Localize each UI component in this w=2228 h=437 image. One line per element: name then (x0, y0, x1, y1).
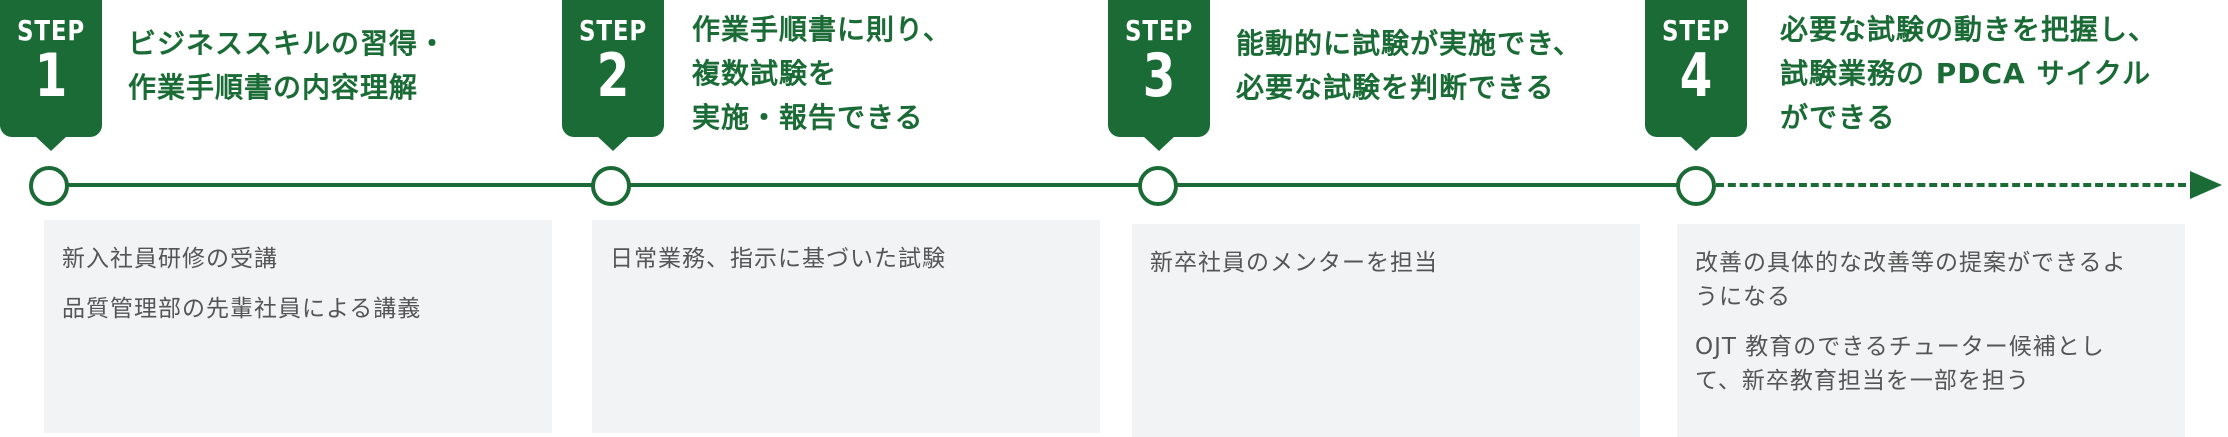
step-1-description: 新入社員研修の受講 品質管理部の先輩社員による講義 (44, 220, 552, 433)
timeline-node-3 (1138, 166, 1178, 206)
step-label: STEP (16, 14, 85, 47)
step-2-badge: STEP 2 (562, 0, 664, 151)
timeline-dashed-line (1716, 183, 2186, 187)
step-3-title: 能動的に試験が実施でき、 必要な試験を判断できる (1236, 27, 1583, 104)
step-number: 1 (34, 41, 68, 111)
list-item: 新卒社員のメンターを担当 (1150, 250, 1438, 276)
step-2-title: 作業手順書に則り、 複数試験を 実施・報告できる (692, 13, 952, 134)
step-number: 4 (1679, 41, 1713, 111)
step-label: STEP (1124, 14, 1193, 47)
list-item: 新入社員研修の受講 (62, 246, 278, 272)
list-item: OJT 教育のできるチューター候補として、新卒教育担当を一部を担う (1695, 334, 2105, 394)
step-label: STEP (578, 14, 647, 47)
step-4-description: 改善の具体的な改善等の提案ができるようになる OJT 教育のできるチューター候補… (1677, 224, 2185, 437)
step-3-badge: STEP 3 (1108, 0, 1210, 151)
step-number: 2 (596, 41, 630, 111)
step-1-badge: STEP 1 (0, 0, 102, 151)
step-4-badge: STEP 4 (1645, 0, 1747, 151)
list-item: 改善の具体的な改善等の提案ができるようになる (1695, 250, 2127, 310)
timeline-node-1 (29, 166, 69, 206)
timeline-node-4 (1676, 166, 1716, 206)
step-number: 3 (1142, 41, 1176, 111)
timeline-node-2 (591, 166, 631, 206)
step-2-description: 日常業務、指示に基づいた試験 (592, 220, 1100, 433)
timeline-line (48, 183, 1690, 187)
step-3-description: 新卒社員のメンターを担当 (1132, 224, 1640, 437)
arrow-right-icon (2190, 171, 2222, 199)
list-item: 品質管理部の先輩社員による講義 (62, 296, 422, 322)
list-item: 日常業務、指示に基づいた試験 (610, 246, 946, 272)
step-label: STEP (1661, 14, 1730, 47)
step-1-title: ビジネススキルの習得・ 作業手順書の内容理解 (128, 27, 448, 104)
step-4-title: 必要な試験の動きを把握し、 試験業務の PDCA サイクル ができる (1780, 13, 2158, 134)
